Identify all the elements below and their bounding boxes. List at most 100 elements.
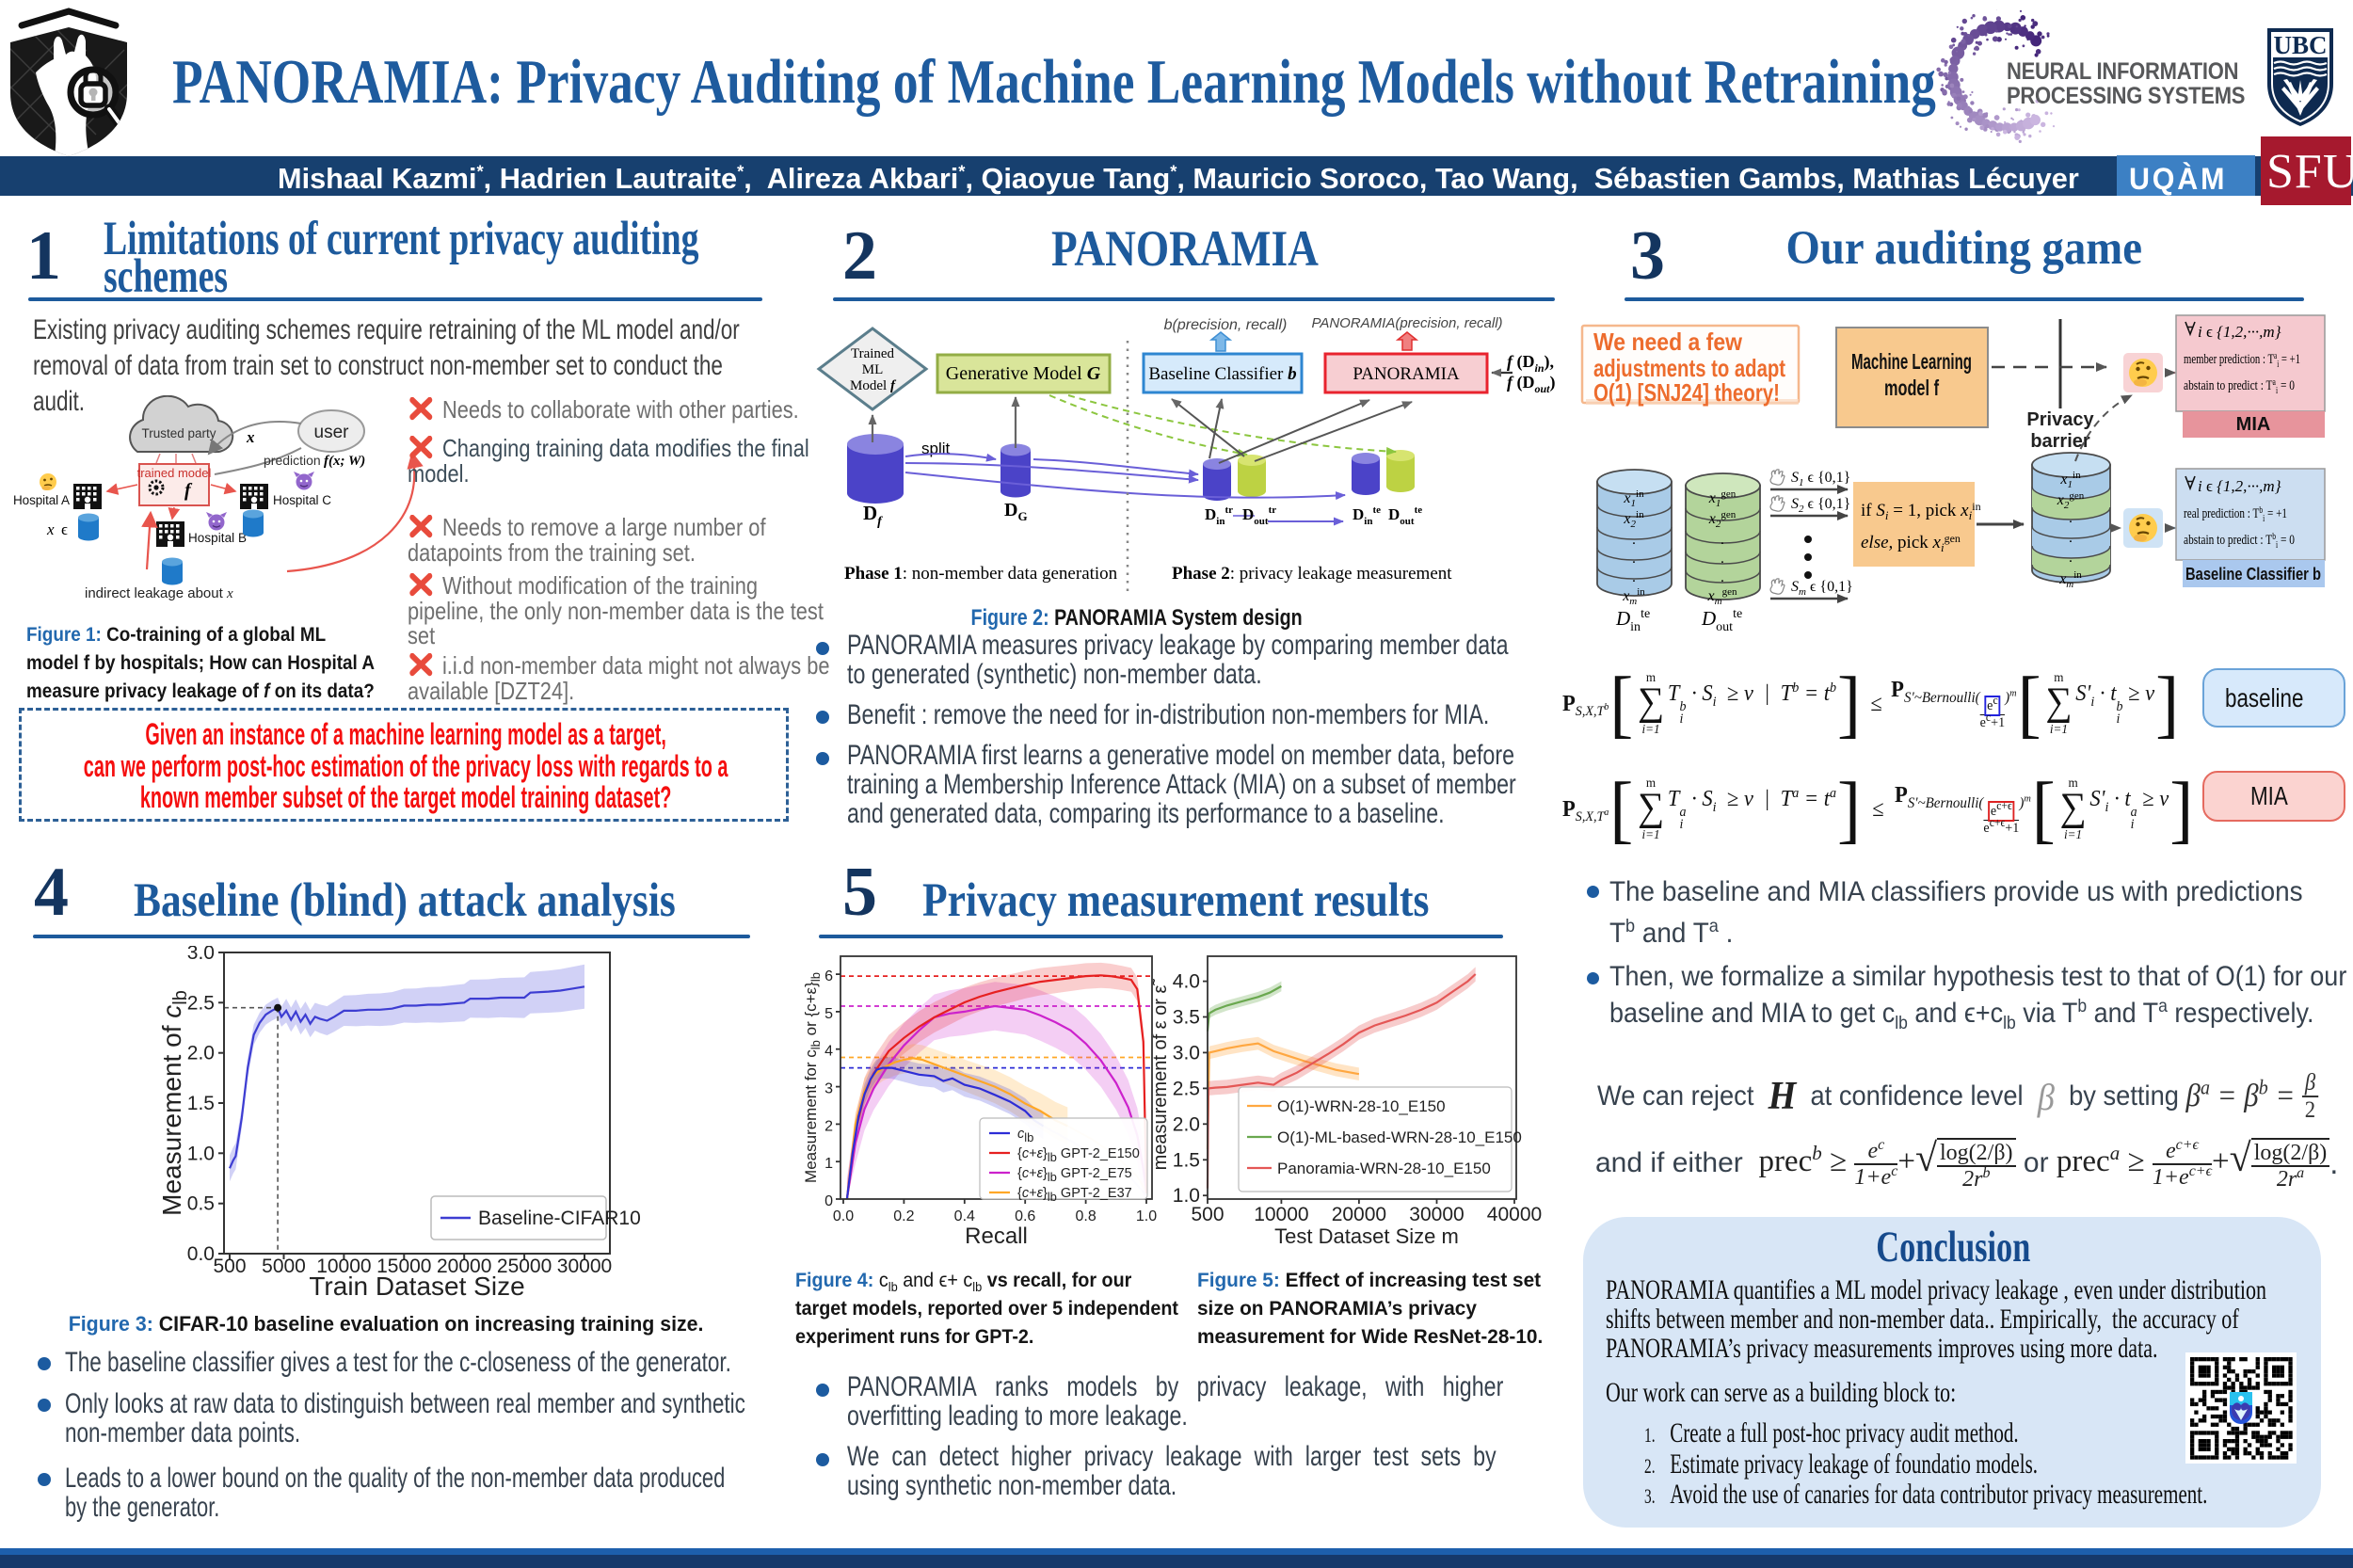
- svg-text:prediction: prediction: [264, 453, 321, 468]
- svg-text:2.5: 2.5: [1173, 1078, 1200, 1099]
- svg-text:0.0: 0.0: [833, 1208, 854, 1224]
- svg-text:Baseline Classifier b: Baseline Classifier b: [2185, 565, 2321, 584]
- svg-text:Trained: Trained: [851, 346, 895, 361]
- svg-text:i ϵ {1,2,···,m}: i ϵ {1,2,···,m}: [2198, 323, 2281, 341]
- svg-text:Dinte: Dinte: [1353, 504, 1381, 527]
- svg-text:MIA: MIA: [2236, 414, 2271, 435]
- svg-text:.: .: [1721, 569, 1724, 585]
- svg-text:Df: Df: [863, 502, 883, 529]
- svg-text:Privacy: Privacy: [2026, 409, 2094, 430]
- svg-text:PANORAMIA: PANORAMIA: [1353, 364, 1460, 384]
- svg-text:20000: 20000: [1332, 1204, 1386, 1225]
- svg-text:.: .: [1721, 532, 1724, 548]
- svg-text:0.0: 0.0: [187, 1243, 215, 1265]
- svg-text:2.0: 2.0: [187, 1043, 215, 1064]
- svg-text:Hospital A: Hospital A: [13, 493, 70, 507]
- svg-text:adjustments to adapt: adjustments to adapt: [1593, 354, 1785, 382]
- svg-text:Generative Model G: Generative Model G: [946, 363, 1101, 384]
- svg-text:Baseline Classifier b: Baseline Classifier b: [1148, 364, 1296, 384]
- svg-text:25000: 25000: [497, 1256, 552, 1277]
- svg-text:trained model: trained model: [137, 466, 212, 480]
- svg-text:f (Dout): f (Dout): [1507, 373, 1556, 395]
- svg-text:6: 6: [824, 968, 833, 984]
- svg-text:x: x: [246, 428, 255, 446]
- svg-text:3.5: 3.5: [1173, 1007, 1200, 1029]
- svg-text:Baseline-CIFAR10: Baseline-CIFAR10: [478, 1208, 641, 1229]
- svg-text:2: 2: [824, 1118, 833, 1134]
- svg-text:0.4: 0.4: [954, 1208, 975, 1224]
- svg-text:.: .: [2069, 550, 2073, 566]
- svg-text:ML: ML: [862, 362, 884, 377]
- svg-text:indirect leakage about x: indirect leakage about x: [85, 585, 233, 601]
- svg-text:4.0: 4.0: [1173, 971, 1200, 993]
- svg-text:2.5: 2.5: [187, 992, 215, 1014]
- svg-text:Dinte: Dinte: [1615, 607, 1650, 634]
- svg-text:1.0: 1.0: [1173, 1185, 1200, 1207]
- svg-text:Recall: Recall: [965, 1224, 1028, 1249]
- svg-text:Trusted party: Trusted party: [141, 426, 216, 440]
- svg-text:1.0: 1.0: [1136, 1208, 1157, 1224]
- svg-text:500: 500: [1191, 1204, 1224, 1225]
- svg-text:Doutte: Doutte: [1701, 607, 1742, 634]
- svg-text:O(1)-ML-based-WRN-28-10_E150: O(1)-ML-based-WRN-28-10_E150: [1277, 1128, 1522, 1146]
- svg-text:We need a few: We need a few: [1593, 328, 1743, 356]
- svg-text:{c+ε}lb GPT-2_E150: {c+ε}lb GPT-2_E150: [1017, 1146, 1140, 1164]
- svg-text:f(x; W): f(x; W): [324, 454, 365, 469]
- svg-text:.: .: [1632, 569, 1636, 585]
- svg-text:5: 5: [824, 1006, 833, 1022]
- svg-text:3: 3: [824, 1081, 833, 1097]
- svg-text:x: x: [46, 520, 55, 538]
- svg-text:1.5: 1.5: [187, 1093, 215, 1114]
- svg-text:Machine Learning: Machine Learning: [1851, 349, 1972, 374]
- svg-text:30000: 30000: [1409, 1204, 1464, 1225]
- svg-text:model f: model f: [1884, 376, 1939, 400]
- svg-text:3.0: 3.0: [187, 946, 215, 964]
- svg-text:b(precision, recall): b(precision, recall): [1164, 317, 1288, 333]
- svg-text:Sm ϵ {0,1}: Sm ϵ {0,1}: [1791, 579, 1853, 598]
- svg-text:Hospital B: Hospital B: [188, 531, 247, 545]
- svg-text:Measurement of clb: Measurement of clb: [157, 990, 191, 1216]
- svg-text:3.0: 3.0: [1173, 1042, 1200, 1064]
- svg-text:PANORAMIA(precision, recall): PANORAMIA(precision, recall): [1311, 315, 1502, 331]
- svg-text:xmgen: xmgen: [1707, 586, 1737, 607]
- svg-text:2.0: 2.0: [1173, 1113, 1200, 1135]
- svg-text:1.0: 1.0: [187, 1143, 215, 1164]
- svg-text:4: 4: [824, 1044, 833, 1060]
- svg-text:f (Din),: f (Din),: [1507, 352, 1554, 375]
- svg-text:DG: DG: [1004, 500, 1028, 523]
- svg-text:.: .: [1632, 532, 1636, 548]
- svg-text:member prediction : Tai = +1: member prediction : Tai = +1: [2184, 351, 2300, 370]
- svg-text:1: 1: [824, 1156, 833, 1172]
- svg-text:ϵ: ϵ: [61, 520, 68, 538]
- svg-text:O(1)-WRN-28-10_E150: O(1)-WRN-28-10_E150: [1277, 1097, 1446, 1115]
- svg-text:if Si = 1, pick xiin: if Si = 1, pick xiin: [1861, 500, 1981, 522]
- svg-text:Measurement for clb or {c+ε}lb: Measurement for clb or {c+ε}lb: [805, 972, 823, 1183]
- svg-text:Model f: Model f: [850, 378, 897, 393]
- svg-text:f: f: [184, 480, 193, 501]
- svg-text:Train Dataset Size: Train Dataset Size: [309, 1272, 524, 1301]
- svg-text:Phase 2: privacy leakage measu: Phase 2: privacy leakage measurement: [1172, 564, 1452, 584]
- svg-text:UBC: UBC: [2273, 31, 2327, 59]
- svg-text:20000: 20000: [437, 1256, 491, 1277]
- svg-text:S1 ϵ {0,1}: S1 ϵ {0,1}: [1791, 470, 1850, 488]
- svg-text:{c+ε}lb GPT-2_E37: {c+ε}lb GPT-2_E37: [1017, 1186, 1132, 1204]
- svg-text:.: .: [1721, 551, 1724, 567]
- svg-text:0.8: 0.8: [1075, 1208, 1096, 1224]
- svg-text:O(1) [SNJ24] theory!: O(1) [SNJ24] theory!: [1593, 378, 1780, 407]
- svg-text:else, pick xigen: else, pick xigen: [1861, 532, 1961, 554]
- svg-text:30000: 30000: [557, 1256, 612, 1277]
- svg-text:abstain to predict : Tai = 0: abstain to predict : Tai = 0: [2184, 377, 2295, 396]
- svg-text:40000: 40000: [1487, 1204, 1542, 1225]
- svg-text:1.5: 1.5: [1173, 1149, 1200, 1171]
- svg-text:0.6: 0.6: [1015, 1208, 1035, 1224]
- svg-text:0: 0: [824, 1193, 833, 1209]
- svg-text:abstain to predict : Tbi = 0: abstain to predict : Tbi = 0: [2184, 532, 2295, 551]
- svg-text:.: .: [2069, 530, 2073, 546]
- svg-text:Panoramia-WRN-28-10_E150: Panoramia-WRN-28-10_E150: [1277, 1160, 1491, 1177]
- svg-text:Phase 1: non-member data gener: Phase 1: non-member data generation: [844, 564, 1118, 584]
- svg-text:barrier: barrier: [2030, 431, 2090, 452]
- svg-text:Hospital C: Hospital C: [273, 493, 331, 507]
- svg-text:clb: clb: [1017, 1127, 1033, 1144]
- svg-text:.: .: [1632, 551, 1636, 567]
- svg-text:i ϵ {1,2,···,m}: i ϵ {1,2,···,m}: [2198, 477, 2281, 495]
